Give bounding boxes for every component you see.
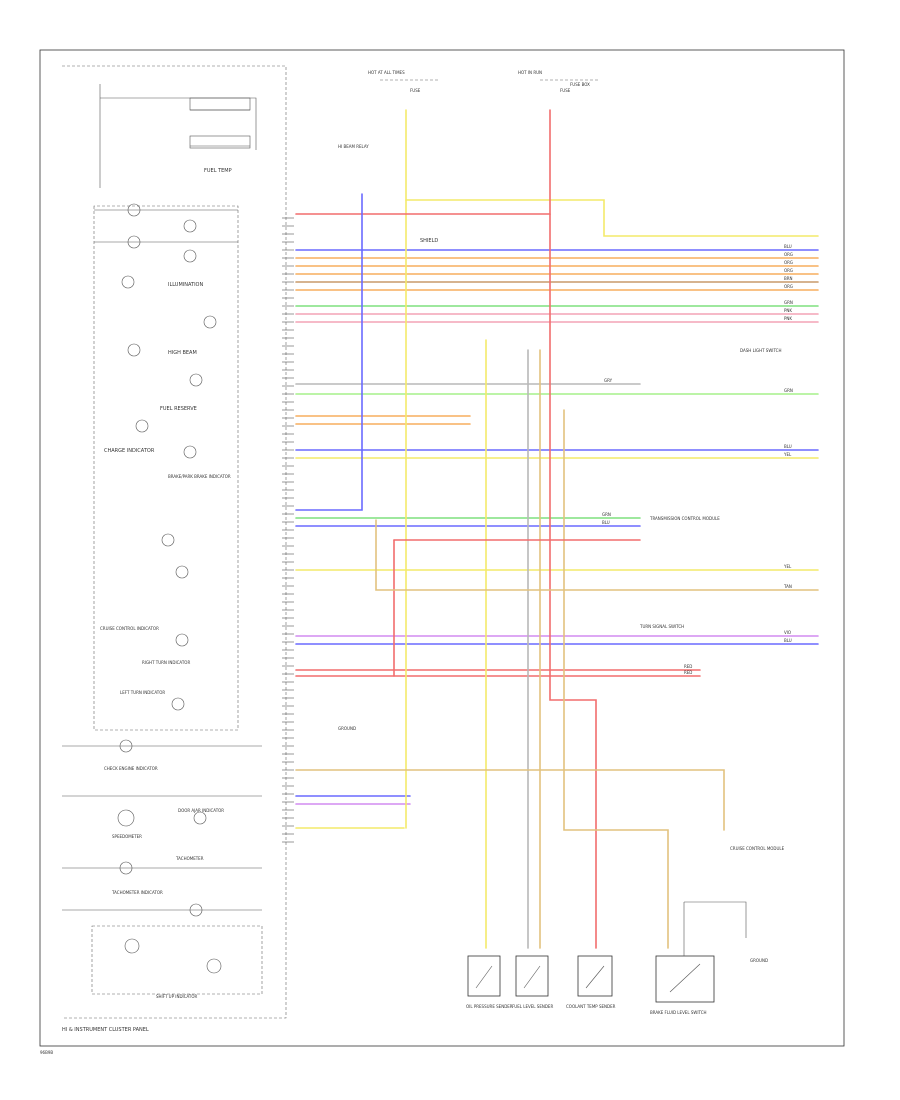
shield-label: SHIELD (420, 238, 438, 244)
wire-color-tag: BLU (784, 244, 792, 249)
cruise-bulb-a (161, 533, 175, 547)
dash-light-label: DASH LIGHT SWITCH (740, 348, 781, 353)
lower-bulb-rows (62, 739, 263, 995)
wire-color-tag: GRN (784, 388, 793, 393)
wire-color-tag: PNK (784, 308, 792, 313)
wire-tan-brake (563, 409, 669, 949)
bulb-row-1 (94, 203, 238, 233)
cruise-module-label: CRUISE CONTROL MODULE (730, 846, 785, 851)
tachometer-label: TACHOMETER (175, 856, 204, 861)
high-beam-bulb-a (203, 315, 217, 329)
trans-module-label: TRANSMISSION CONTROL MODULE (649, 516, 720, 521)
tachometer-indicator-label: TACHOMETER INDICATOR (111, 890, 163, 895)
wire-color-tag: RED (684, 664, 692, 669)
wire-color-tag: ORG (784, 252, 793, 257)
high-beam-label: HIGH BEAM (168, 350, 197, 356)
speedometer-label: SPEEDOMETER (112, 834, 142, 839)
wire-color-tag: BLU (602, 520, 610, 525)
fuse-b-label: FUSE (560, 88, 571, 93)
wire-color-tag: ORG (784, 268, 793, 273)
wire-tan-cruise (295, 769, 725, 831)
wire-red-feed (295, 109, 551, 215)
wire-color-tag: VIO (784, 630, 791, 635)
left-turn-label: LEFT TURN INDICATOR (120, 690, 165, 695)
cluster-panel-title: HI & INSTRUMENT CLUSTER PANEL (62, 1027, 149, 1033)
fuse-a-label: FUSE (410, 88, 421, 93)
illumination-bulb (121, 275, 135, 289)
wire-color-tag: YEL (783, 564, 792, 569)
cruise-indicator-label: CRUISE CONTROL INDICATOR (100, 626, 159, 631)
wire-color-tag: PNK (784, 316, 792, 321)
high-beam-bulb-b (127, 343, 141, 357)
wire-color-tag: BLU (784, 638, 792, 643)
connector-pins (282, 217, 294, 843)
check-engine-label: CHECK ENGINE INDICATOR (104, 766, 158, 771)
wire-color-tag: YEL (783, 452, 792, 457)
fuel-reserve-bulb (189, 373, 203, 387)
right-turn-bulb (175, 633, 189, 647)
bottom-components (467, 901, 747, 1003)
figure-id: 96B9B (40, 1050, 53, 1055)
wire-color-tag: TAN (783, 584, 792, 589)
fuel-reserve-label: FUEL RESERVE (160, 406, 197, 412)
shift-up-label: SHIFT UP INDICATOR (156, 994, 198, 999)
wire-color-tag: RED (684, 670, 692, 675)
charge-bulb (135, 419, 149, 433)
turn-signal-label: TURN SIGNAL SWITCH (639, 624, 684, 629)
wire-tan-long (375, 519, 819, 591)
hot-in-run-label: HOT IN RUN (518, 70, 542, 75)
brake-bulb (183, 445, 197, 459)
cluster-boundary (62, 65, 287, 1019)
left-turn-bulb (171, 697, 185, 711)
ground-b-label: GROUND (750, 958, 768, 963)
wire-color-tag: GRN (784, 300, 793, 305)
cruise-bulb-b (175, 565, 189, 579)
right-turn-label: RIGHT TURN INDICATOR (142, 660, 190, 665)
oil-pressure-label: OIL PRESSURE SENDER (466, 1004, 513, 1009)
fuel-level-label: FUEL LEVEL SENDER (512, 1004, 553, 1009)
door-ajar-label: DOOR AJAR INDICATOR (178, 808, 224, 813)
gauge-box-2 (189, 135, 251, 149)
wire-color-tag: ORG (784, 260, 793, 265)
wire-yellow-feed (405, 109, 819, 237)
coolant-temp-label: COOLANT TEMP SENDER (566, 1004, 616, 1009)
wire-color-tag: BRN (784, 276, 793, 281)
wire-color-tag: BLU (784, 444, 792, 449)
brake-fluid-label: BRAKE FLUID LEVEL SWITCH (650, 1010, 707, 1015)
bulb-ladder-box (93, 205, 239, 731)
charge-indicator-label: CHARGE INDICATOR (104, 448, 155, 454)
brake-indicator-label: BRAKE/PARK BRAKE INDICATOR (168, 474, 231, 479)
ground-label: GROUND (338, 726, 356, 731)
bulb-row-2 (94, 235, 238, 263)
gauge-box-1 (189, 97, 251, 111)
wire-color-tag: GRY (604, 378, 613, 383)
wire-color-tag: GRN (602, 512, 611, 517)
hi-beam-relay-label: HI BEAM RELAY (338, 144, 369, 149)
wire-color-tag: ORG (784, 284, 793, 289)
wire-harness: BLU ORG ORG ORG BRN ORG GRN PNK PNK GRN BLU YEL YEL V… (295, 109, 819, 949)
diagram-frame (39, 49, 845, 1047)
hot-at-all-times-label: HOT AT ALL TIMES (368, 70, 405, 75)
fuel-temp-label: FUEL TEMP (204, 168, 232, 174)
wire-red-drop (549, 213, 597, 949)
wire-blue-loop (295, 249, 363, 511)
gauge-area-lines (99, 84, 257, 188)
illumination-label: ILLUMINATION (168, 282, 203, 288)
fuse-box-label: FUSE BOX (570, 82, 590, 87)
